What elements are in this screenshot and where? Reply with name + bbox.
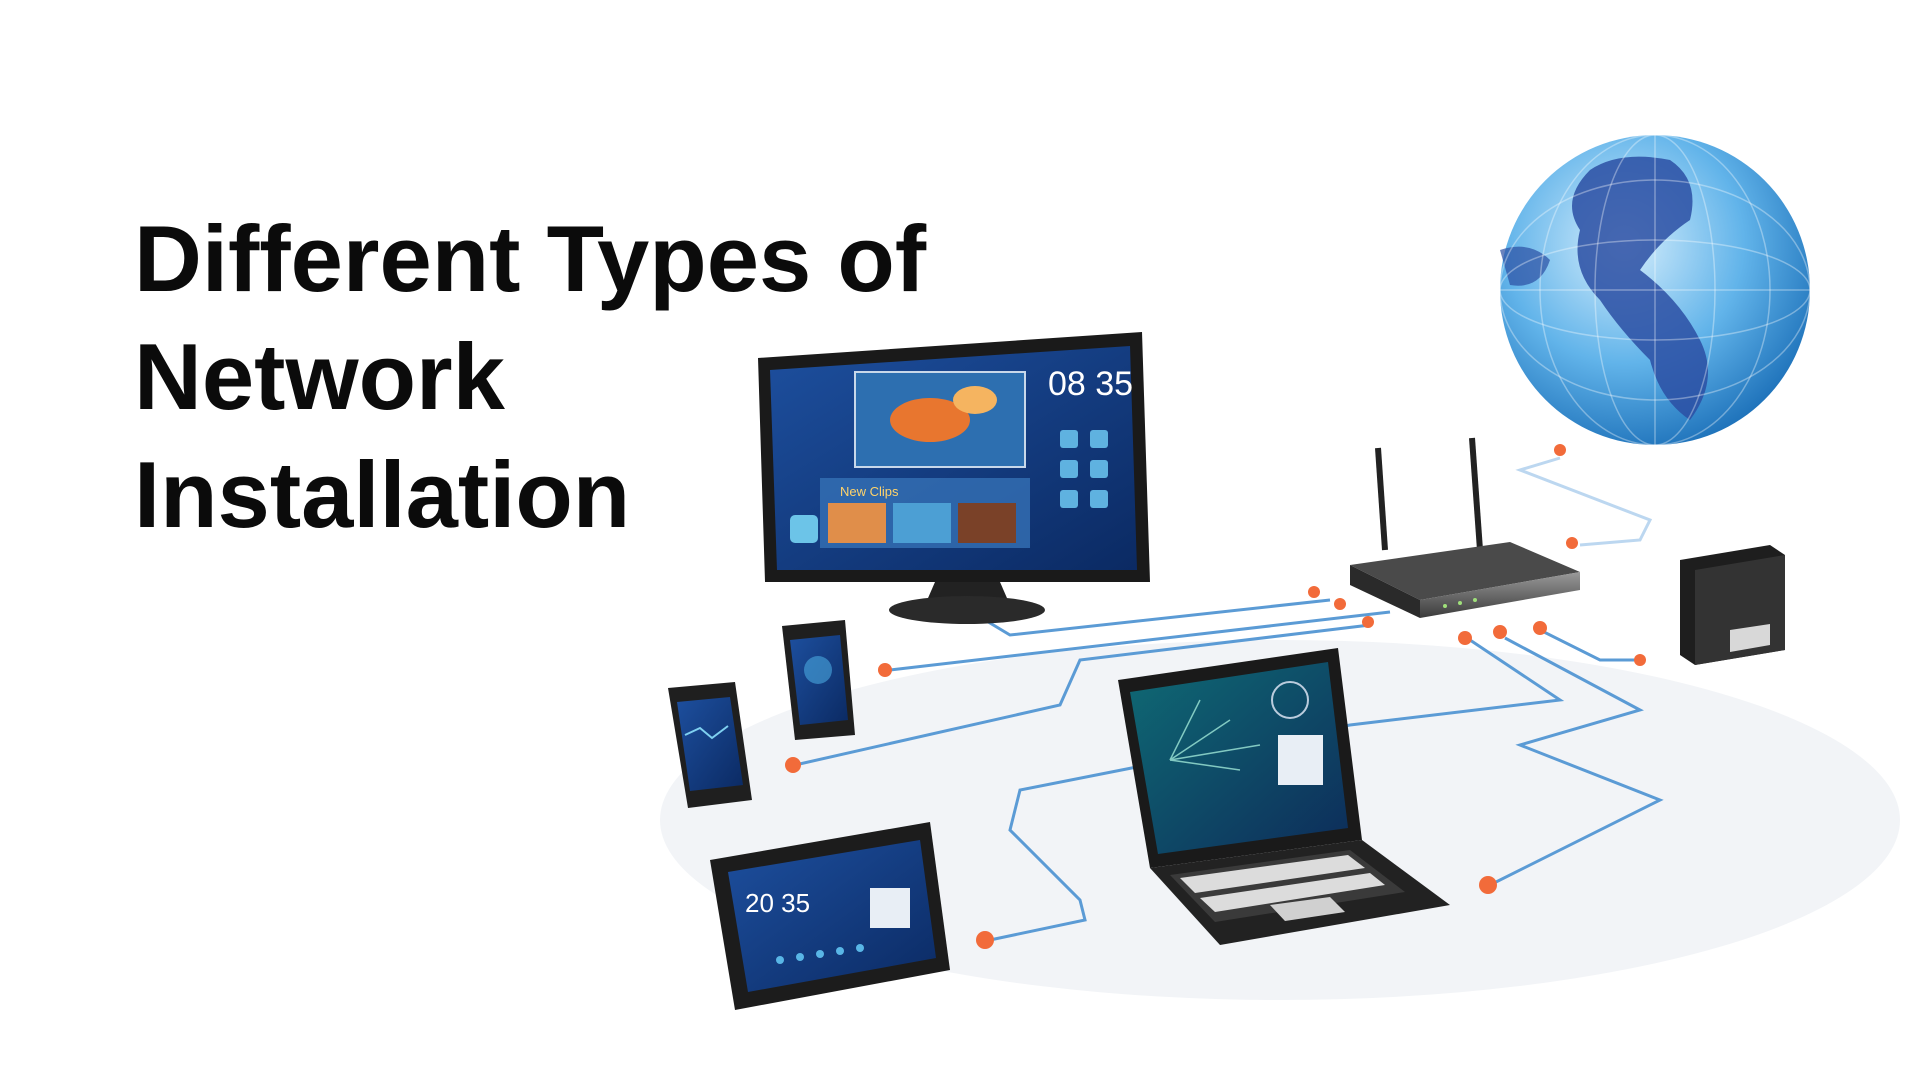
title-line-1: Different Types of [134, 206, 927, 311]
tablet-icon: 20 35 [710, 822, 950, 1010]
nas-drive-icon [1680, 545, 1785, 665]
tv-section-label: New Clips [840, 484, 899, 499]
smartphone-icon [782, 620, 855, 740]
globe-icon [1499, 134, 1811, 446]
cable-nodes [785, 444, 1646, 949]
tablet-clock: 20 35 [745, 888, 810, 918]
tv-icon: 08 35 New Clips [758, 332, 1150, 624]
router-icon [1350, 437, 1580, 618]
title-line-2: Network [134, 324, 505, 429]
smartphone-icon [668, 682, 752, 808]
laptop-icon [1118, 648, 1450, 945]
title-line-3: Installation [134, 442, 631, 547]
network-cables [794, 456, 1664, 942]
page-title: Different Types of Network Installation [134, 200, 1034, 554]
tv-clock: 08 35 [1048, 365, 1133, 403]
